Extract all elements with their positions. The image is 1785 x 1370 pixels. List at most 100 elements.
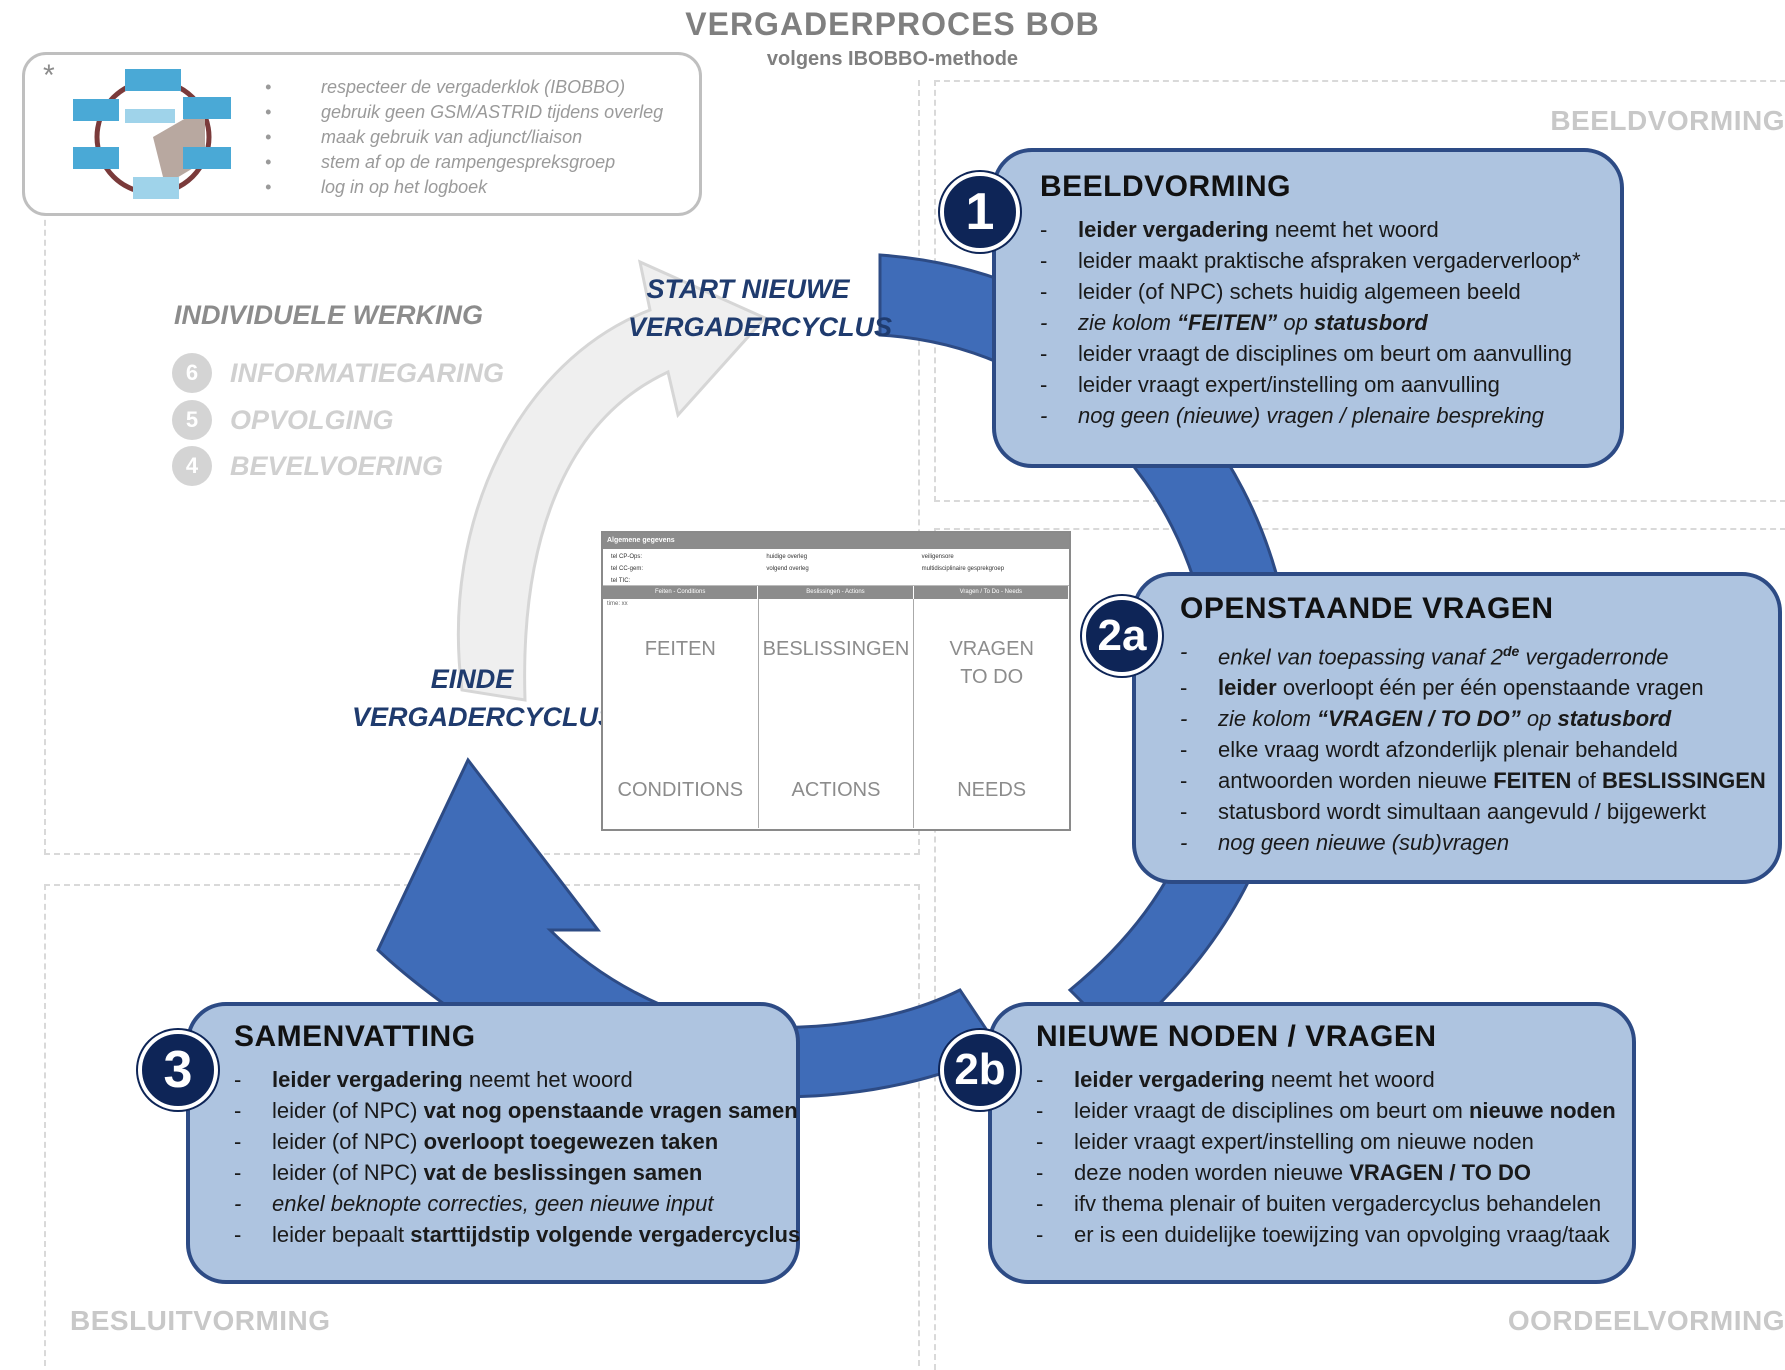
legend-list: respecteer de vergaderklok (IBOBBO) gebr… xyxy=(265,75,663,200)
statusbord-col-vragen: VRAGEN TO DO NEEDS xyxy=(914,599,1069,828)
box-list-item: leider overloopt één per één openstaande… xyxy=(1180,672,1778,703)
step-label: BEVELVOERING xyxy=(230,450,444,481)
col-head: Vragen / To Do - Needs xyxy=(914,586,1069,599)
text-segment: leider maakt praktische afspraken vergad… xyxy=(1078,248,1581,273)
end-cycle-line2: VERGADERCYCLUS xyxy=(352,702,617,732)
text-segment: BESLISSINGEN xyxy=(1602,768,1766,794)
text-segment: leider vraagt de disciplines om beurt om… xyxy=(1078,341,1573,366)
text-segment: ifv thema plenair of buiten vergadercycl… xyxy=(1074,1191,1602,1216)
col-top-label: BESLISSINGEN xyxy=(759,635,914,663)
box-list-item: nog geen nieuwe (sub)vragen xyxy=(1180,827,1778,858)
small-note: time: xx xyxy=(607,601,628,607)
text-segment: leider bepaalt xyxy=(272,1222,411,1247)
start-cycle-line1: START NIEUWE xyxy=(646,274,850,304)
text-segment: leider vergadering xyxy=(1074,1067,1265,1092)
box-list-item: deze noden worden nieuwe VRAGEN / TO DO xyxy=(1036,1157,1632,1188)
col-head: Feiten - Conditions xyxy=(603,586,759,599)
text-segment: deze noden worden nieuwe xyxy=(1074,1160,1350,1185)
legend-item: gebruik geen GSM/ASTRID tijdens overleg xyxy=(265,100,663,125)
col-top1: BESLISSINGEN xyxy=(762,638,910,660)
box-list-item: er is een duidelijke toewijzing van opvo… xyxy=(1036,1219,1632,1250)
sub-text: tel CP-Ops: xyxy=(611,554,643,560)
text-segment: overloopt toegewezen taken xyxy=(423,1129,719,1154)
end-cycle-label: EINDE VERGADERCYCLUS xyxy=(352,660,617,736)
text-segment: of xyxy=(1571,768,1602,794)
meeting-clock-icon xyxy=(73,69,231,199)
box-list-item: leider vergadering neemt het woord xyxy=(234,1064,796,1095)
sub-text: multidisciplinaire gesprekgroep xyxy=(921,566,1005,572)
box-title: OPENSTAANDE VRAGEN xyxy=(1180,592,1554,625)
asterisk: * xyxy=(43,59,55,92)
text-segment: op xyxy=(1277,310,1314,335)
statusbord-columns: time: xx FEITEN CONDITIONS BESLISSINGEN … xyxy=(603,599,1069,828)
col-bottom-label: CONDITIONS xyxy=(617,779,744,801)
step-badge-3: 3 xyxy=(138,1030,218,1110)
box-list: leider vergadering neemt het woordleider… xyxy=(234,1064,800,1250)
col-top1: VRAGEN xyxy=(949,638,1034,660)
page-subtitle: volgens IBOBBO-methode xyxy=(766,48,1019,70)
text-segment: VRAGEN / TO DO xyxy=(1349,1160,1531,1185)
text-segment: op xyxy=(1520,706,1558,732)
step-number: 5 xyxy=(172,400,212,440)
box-list-item: enkel beknopte correcties, geen nieuwe i… xyxy=(234,1188,796,1219)
individuele-item: 4 BEVELVOERING xyxy=(172,446,443,486)
box-list-item: leider vergadering neemt het woord xyxy=(1036,1064,1632,1095)
col-head: Beslissingen - Actions xyxy=(758,586,914,599)
text-segment: de xyxy=(1502,643,1520,659)
col-bottom-label: NEEDS xyxy=(957,779,1027,801)
text-segment: neemt het woord xyxy=(462,1067,633,1092)
grey-arrow-start xyxy=(456,259,768,702)
step-badge-2a: 2a xyxy=(1082,596,1162,676)
corner-label-beeldvorming: BEELDVORMING xyxy=(1550,105,1785,136)
col-bottom-label: ACTIONS xyxy=(791,779,881,801)
individuele-werking-title: INDIVIDUELE WERKING xyxy=(174,300,484,330)
statusbord-header: Algemene gegevens xyxy=(603,533,1069,549)
text-segment: neemt het woord xyxy=(1264,1067,1435,1092)
region-oordeelvorming xyxy=(934,528,1785,1370)
text-segment: leider (of NPC) xyxy=(272,1098,424,1123)
individuele-item: 6 INFORMATIEGARING xyxy=(172,353,504,393)
text-segment: leider (of NPC) xyxy=(272,1129,424,1154)
box-list-item: leider vraagt de disciplines om beurt om… xyxy=(1040,338,1620,369)
box-list-item: leider (of NPC) vat de beslissingen same… xyxy=(234,1157,796,1188)
box-list-item: zie kolom “FEITEN” op statusbord xyxy=(1040,307,1620,338)
step-number: 6 xyxy=(172,353,212,393)
step-badge-1: 1 xyxy=(940,172,1020,252)
box-list-item: leider vraagt de disciplines om beurt om… xyxy=(1036,1095,1632,1126)
individuele-item: 5 OPVOLGING xyxy=(172,400,394,440)
text-segment: enkel beknopte correcties, geen nieuwe i… xyxy=(272,1191,714,1216)
box-list-item: leider vraagt expert/instelling om aanvu… xyxy=(1040,369,1620,400)
box-list: leider vergadering neemt het woordleider… xyxy=(1036,1064,1632,1250)
text-segment: enkel van toepassing vanaf 2 xyxy=(1218,644,1503,670)
statusbord: Algemene gegevens tel CP-Ops: tel CC-gem… xyxy=(601,531,1071,831)
box-list-item: leider (of NPC) overloopt toegewezen tak… xyxy=(234,1126,796,1157)
col-top-label: FEITEN xyxy=(603,635,758,663)
box-list-item: enkel van toepassing vanaf 2de vergaderr… xyxy=(1180,636,1778,672)
text-segment: leider vergadering xyxy=(1078,217,1269,242)
text-segment: neemt het woord xyxy=(1268,217,1439,242)
text-segment: elke vraag wordt afzonderlijk plenair be… xyxy=(1218,737,1678,763)
text-segment: vat nog openstaande vragen samen xyxy=(423,1098,798,1123)
statusbord-col-headers: Feiten - Conditions Beslissingen - Actio… xyxy=(603,586,1069,599)
text-segment: vergaderronde xyxy=(1519,644,1669,670)
statusbord-col-feiten: time: xx FEITEN CONDITIONS xyxy=(603,599,759,828)
box-samenvatting: SAMENVATTING leider vergadering neemt he… xyxy=(186,1002,800,1284)
col-top-label: VRAGEN TO DO xyxy=(914,635,1069,691)
box-nieuwe-noden: NIEUWE NODEN / VRAGEN leider vergadering… xyxy=(988,1002,1636,1284)
box-title: NIEUWE NODEN / VRAGEN xyxy=(1036,1020,1437,1053)
box-list-item: elke vraag wordt afzonderlijk plenair be… xyxy=(1180,734,1778,765)
box-beeldvorming: BEELDVORMING leider vergadering neemt he… xyxy=(992,148,1624,468)
statusbord-sub-cell: huidige overleg volgend overleg xyxy=(758,549,913,585)
text-segment: leider vraagt de disciplines om beurt om xyxy=(1074,1098,1469,1123)
legend-item: respecteer de vergaderklok (IBOBBO) xyxy=(265,75,663,100)
legend-item: log in op het logboek xyxy=(265,175,663,200)
text-segment: FEITEN xyxy=(1493,768,1572,794)
text-segment: leider vraagt expert/instelling om nieuw… xyxy=(1074,1129,1534,1154)
text-segment: er is een duidelijke toewijzing van opvo… xyxy=(1074,1222,1610,1247)
box-list-item: leider (of NPC) vat nog openstaande vrag… xyxy=(234,1095,798,1126)
sub-text: huidige overleg xyxy=(766,554,808,560)
text-segment: overloopt één per één openstaande vragen xyxy=(1276,675,1704,701)
box-list-item: zie kolom “VRAGEN / TO DO” op statusbord xyxy=(1180,703,1778,734)
text-segment: “FEITEN” xyxy=(1177,310,1278,335)
sub-text: tel CC-gem: xyxy=(611,566,644,572)
